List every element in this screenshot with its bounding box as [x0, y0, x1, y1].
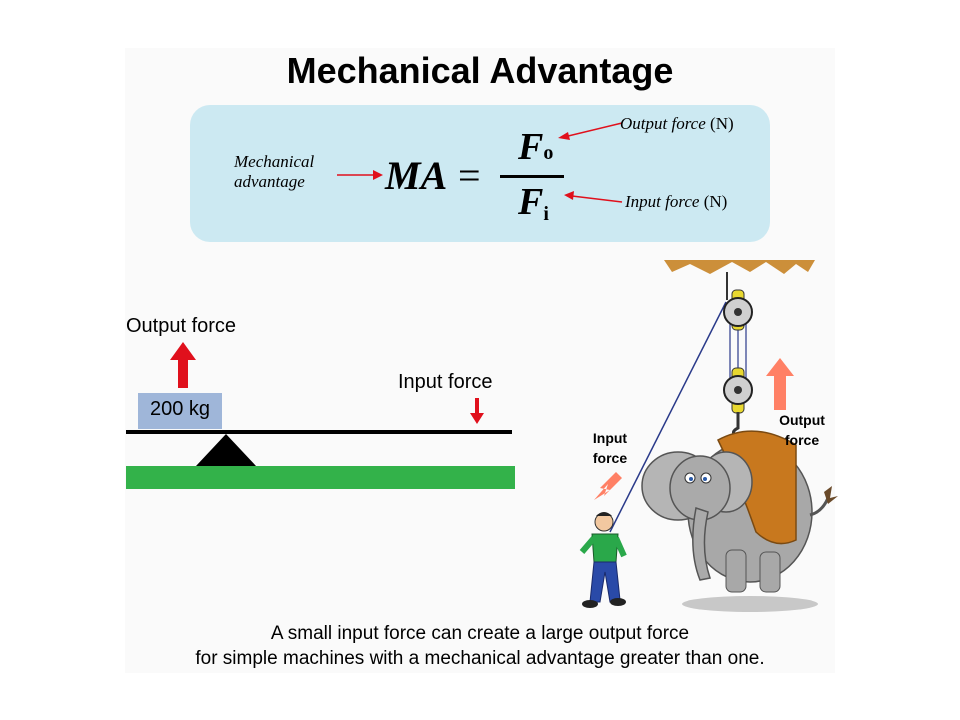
ma-symbol: MA: [385, 153, 448, 198]
numerator: Fo: [518, 125, 553, 169]
output-force-arrow-icon: [170, 342, 196, 388]
man-shirt: [591, 533, 619, 563]
output-force-text: Output force: [620, 114, 706, 133]
ground: [126, 466, 515, 489]
load-block: [138, 393, 222, 429]
output-force-up-arrow: [766, 358, 794, 410]
ma-label-arrow: [337, 170, 383, 180]
pulley-input-line1: Input: [592, 430, 628, 446]
equals-sign: =: [458, 153, 481, 198]
denominator: Fi: [518, 180, 549, 226]
ma-label-line1: Mechanical: [234, 152, 315, 171]
lever-input-force-label: Input force: [398, 371, 493, 393]
elephant-shadow: [682, 596, 818, 612]
numerator-symbol: F: [518, 126, 544, 168]
lever-output-force-label: Output force: [126, 315, 237, 337]
man-pants: [589, 561, 621, 603]
denominator-subscript: i: [543, 203, 549, 225]
numerator-subscript: o: [543, 142, 554, 164]
caption-line1: A small input force can create a large o…: [270, 623, 690, 644]
pulley-input-force-label: Input force: [580, 428, 640, 468]
lever-beam: [126, 430, 512, 434]
output-force-unit: (N): [710, 114, 734, 133]
formula-box: [190, 105, 770, 242]
input-force-unit: (N): [703, 192, 728, 211]
fraction-bar: [500, 175, 564, 178]
elephant-trunk: [692, 507, 711, 581]
input-label-arrow: [564, 191, 623, 203]
input-force-down-arrow: [594, 472, 622, 500]
load-label: 200 kg: [149, 398, 211, 420]
pulley-input-line2: force: [592, 450, 628, 466]
output-force-label: Output force (N): [620, 114, 734, 134]
input-force-arrow-icon: [470, 398, 484, 424]
caption-line2: for simple machines with a mechanical ad…: [195, 648, 765, 669]
input-force-text: Input force: [625, 192, 700, 211]
pulley-output-line2: force: [784, 432, 820, 448]
pulley-output-line1: Output: [779, 412, 825, 428]
ma-label-line2: advantage: [234, 172, 305, 191]
pulley-elephant-illustration: [579, 260, 838, 612]
input-force-label: Input force (N): [625, 192, 727, 212]
pulley-output-force-label: Output force: [770, 410, 834, 450]
ceiling-beam: [664, 260, 815, 274]
denominator-symbol: F: [518, 181, 544, 223]
pull-rope: [609, 301, 727, 533]
fulcrum: [196, 434, 256, 466]
output-label-arrow: [558, 122, 623, 140]
page-title: Mechanical Advantage: [286, 50, 674, 91]
ma-label: Mechanical advantage: [234, 152, 314, 192]
